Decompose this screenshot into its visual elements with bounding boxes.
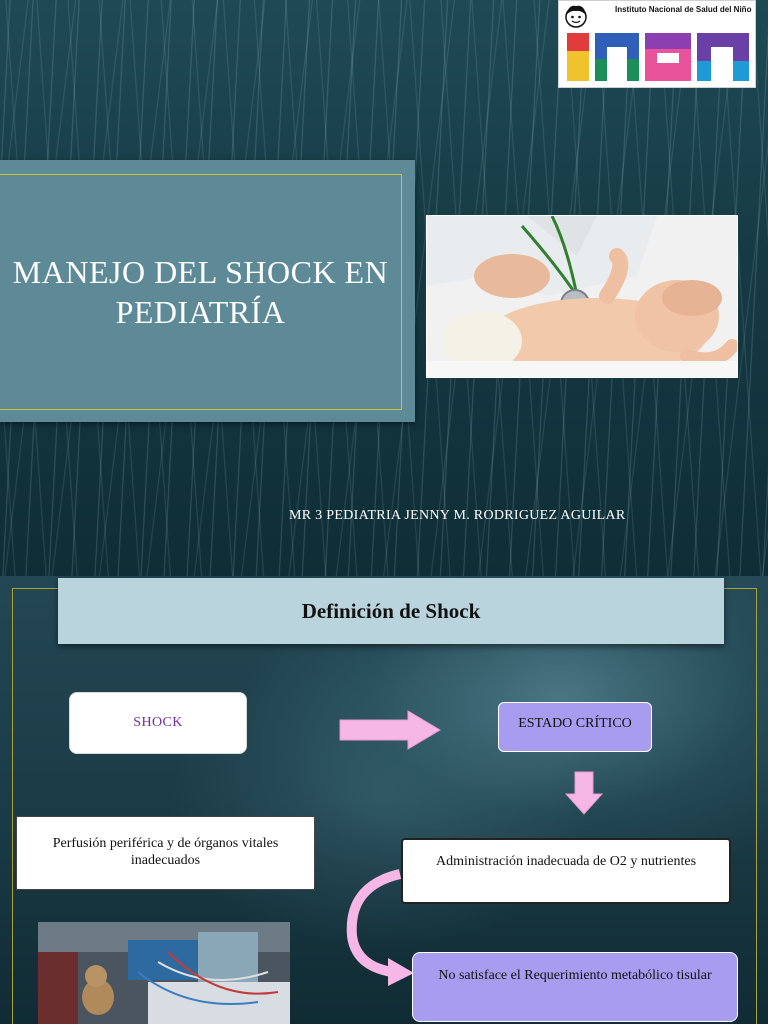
nicu-photo-illustration: [38, 922, 290, 1024]
estado-critico-box: ESTADO CRÍTICO: [498, 702, 652, 752]
slide-definition: Definición de Shock SHOCK ESTADO CRÍTICO…: [0, 576, 768, 1024]
perfusion-box: Perfusión periférica y de órganos vitale…: [16, 816, 315, 890]
definition-header: Definición de Shock: [58, 578, 724, 644]
administracion-box: Administración inadecuada de O2 y nutrie…: [401, 838, 731, 904]
curved-arrow-icon: [346, 869, 414, 986]
no-satisface-box: No satisface el Requerimiento metabólico…: [412, 952, 738, 1022]
author-name: MR 3 PEDIATRIA JENNY M. RODRIGUEZ AGUILA…: [289, 508, 626, 523]
logo-caption: Instituto Nacional de Salud del Niño: [615, 5, 752, 14]
child-face-icon: [565, 5, 587, 28]
baby-stethoscope-photo: [426, 215, 738, 378]
nicu-photo: [38, 922, 290, 1024]
shock-box: SHOCK: [69, 692, 247, 754]
estado-critico-label: ESTADO CRÍTICO: [518, 716, 632, 731]
down-arrow-icon: [564, 771, 604, 815]
right-arrow-icon: [339, 710, 441, 750]
presentation-title: MANEJO DEL SHOCK EN PEDIATRÍA: [12, 254, 389, 330]
shock-label: SHOCK: [133, 715, 183, 730]
baby-photo-illustration: [427, 216, 737, 377]
title-frame: MANEJO DEL SHOCK EN PEDIATRÍA: [0, 174, 402, 410]
insn-logo: Instituto Nacional de Salud del Niño: [558, 0, 756, 88]
definition-title: Definición de Shock: [301, 598, 481, 623]
insn-letters-icon: [567, 33, 749, 81]
slide-title: Instituto Nacional de Salud del Niño MAN…: [0, 0, 768, 576]
title-box: MANEJO DEL SHOCK EN PEDIATRÍA: [0, 160, 415, 422]
